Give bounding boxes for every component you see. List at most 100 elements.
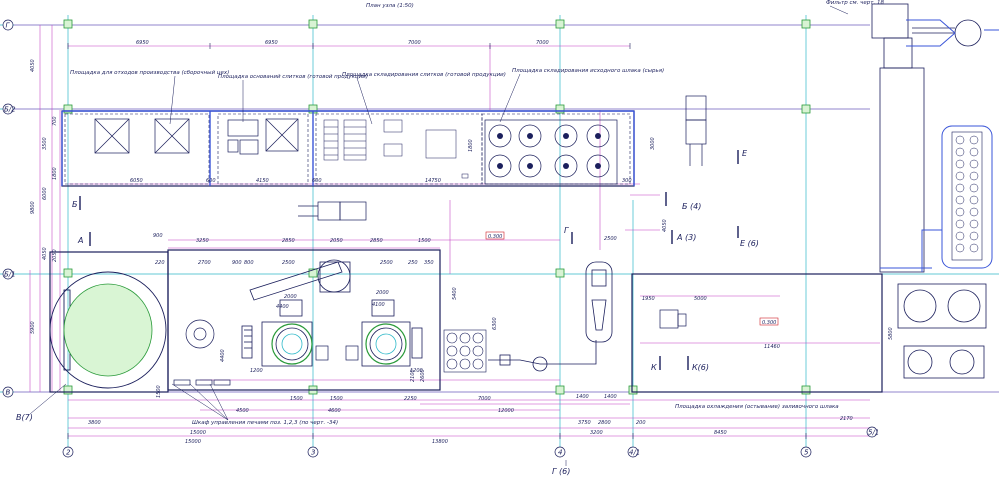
dimension-label: 11460: [764, 344, 780, 350]
dimension-label: 6050: [130, 178, 143, 184]
storage-outlines: [64, 113, 631, 185]
dimension-label: 3500: [42, 137, 48, 150]
small-pumps: [173, 319, 359, 386]
vertical-dimension-texts: 4050 9800 3500 5900 4050 6000 700 1800 2…: [30, 59, 894, 398]
section-label-b4: Б (4): [682, 202, 701, 211]
dimension-label: 600: [206, 178, 216, 184]
axis-label-b2: Б/2: [4, 106, 16, 114]
dimension-label: 2050: [330, 238, 343, 244]
dimension-label: 2500: [282, 260, 295, 266]
section-leaders: [29, 383, 567, 466]
elevation-mark-2: 0.300: [762, 320, 776, 326]
dimension-label: 6000: [42, 187, 48, 200]
forklift-1: [298, 201, 367, 221]
section-label-g: Г: [564, 226, 569, 235]
area-title-waste: Площадка для отходов производства (сборо…: [70, 70, 229, 76]
dimension-label: 6950: [136, 40, 149, 46]
axis-labels: Г Б/2 Б/1 В 2 3 4 4/1 5 5/1: [4, 22, 879, 457]
dimension-label: 1500: [330, 396, 343, 402]
dimension-label: 4050: [662, 219, 668, 232]
axis-bubbles: [2, 19, 878, 458]
dimension-label: 3800: [88, 420, 101, 426]
furnace-rings: [271, 323, 407, 365]
dimension-label: 8450: [714, 430, 727, 436]
dimension-label: 5800: [888, 327, 894, 340]
filter-cartridge-circles: [955, 135, 979, 253]
dimension-label: 1200: [410, 368, 423, 374]
dimension-label: 5000: [694, 296, 707, 302]
section-label-v7: В(7): [16, 413, 33, 422]
dimension-label: 4100: [372, 302, 385, 308]
section-label-k: К: [651, 363, 657, 372]
dimension-label: 2100: [410, 369, 416, 382]
section-label-a: А: [77, 236, 83, 245]
dimension-label: 13800: [432, 439, 448, 445]
axis-label-5-1: 5/1: [868, 429, 879, 437]
dimension-label: 3250: [196, 238, 209, 244]
axis-label-4-1: 4/1: [629, 449, 640, 457]
dimension-label: 1500: [156, 385, 162, 398]
area-title-cooling: Площадка охлаждения (остывание) заливочн…: [675, 404, 839, 410]
dimension-label: 5400: [452, 287, 458, 300]
dimension-label: 6950: [265, 40, 278, 46]
dimension-label: 1800: [52, 167, 58, 180]
dimension-label: 1400: [576, 394, 589, 400]
axis-label-b1: Б/1: [4, 271, 16, 279]
dimension-label: 1950: [642, 296, 655, 302]
dimension-label: 1200: [250, 368, 263, 374]
dimension-label: 1400: [604, 394, 617, 400]
dimension-label: 350: [424, 260, 434, 266]
dimension-label: 2000: [284, 294, 297, 300]
dimension-label: 2050: [52, 249, 58, 262]
dimension-label: 4150: [256, 178, 269, 184]
dimension-label: 1800: [468, 139, 474, 152]
dimension-label: 2700: [198, 260, 211, 266]
dimension-label: 2250: [404, 396, 417, 402]
dimension-label: 2600: [420, 369, 426, 382]
dimension-label: 3750: [578, 420, 591, 426]
dimension-label: 2500: [380, 260, 393, 266]
dimension-label: 14750: [425, 178, 441, 184]
dimension-label: 220: [155, 260, 165, 266]
filter-note: Фильтр см. черт. 18: [826, 0, 885, 6]
dimension-label: 600: [312, 178, 322, 184]
axis-label-4: 4: [558, 449, 562, 457]
dimension-label: 3000: [650, 137, 656, 150]
dimension-label: 1500: [418, 238, 431, 244]
dimension-label: 800: [244, 260, 254, 266]
waste-containers: [94, 118, 190, 154]
dimension-label: 2800: [598, 420, 611, 426]
drawing-title: План узла (1:50): [366, 3, 414, 9]
furnace-2: [361, 299, 423, 367]
axis-grid-magenta: [14, 24, 999, 437]
dimension-label: 2500: [604, 236, 617, 242]
dimension-label: 12000: [498, 408, 514, 414]
dimension-label: 4400: [220, 349, 226, 362]
filter-duct-blue: [880, 19, 999, 272]
dimension-label: 4050: [30, 59, 36, 72]
axis-label-v: В: [6, 389, 11, 397]
dimension-label: 2000: [376, 290, 389, 296]
ingot-base-items: [227, 118, 299, 155]
filter-unit: [871, 3, 982, 273]
dimension-label: 1500: [290, 396, 303, 402]
dimension-label: 9800: [30, 201, 36, 214]
dimension-label: 200: [636, 420, 646, 426]
dimension-label: 700: [52, 116, 58, 126]
elevation-mark-1: 0.300: [488, 234, 502, 240]
dimension-label: 900: [153, 233, 163, 239]
section-label-b: Б: [72, 200, 78, 209]
pipeline: [488, 261, 613, 372]
elevation-marks: [485, 231, 779, 326]
section-label-k6: К(6): [692, 363, 709, 372]
slag-bins: [484, 119, 618, 185]
dimension-texts: 6950 6950 7000 7000 6050 600 4150 600 14…: [88, 40, 853, 445]
dimension-label: 4400: [276, 304, 289, 310]
dimension-label: 2170: [840, 416, 853, 422]
section-label-g6: Г (6): [552, 467, 570, 476]
dimension-label: 2850: [282, 238, 295, 244]
section-label-a3: А (3): [676, 233, 696, 242]
dimension-label: 2850: [370, 238, 383, 244]
leader-lines: [169, 5, 849, 421]
